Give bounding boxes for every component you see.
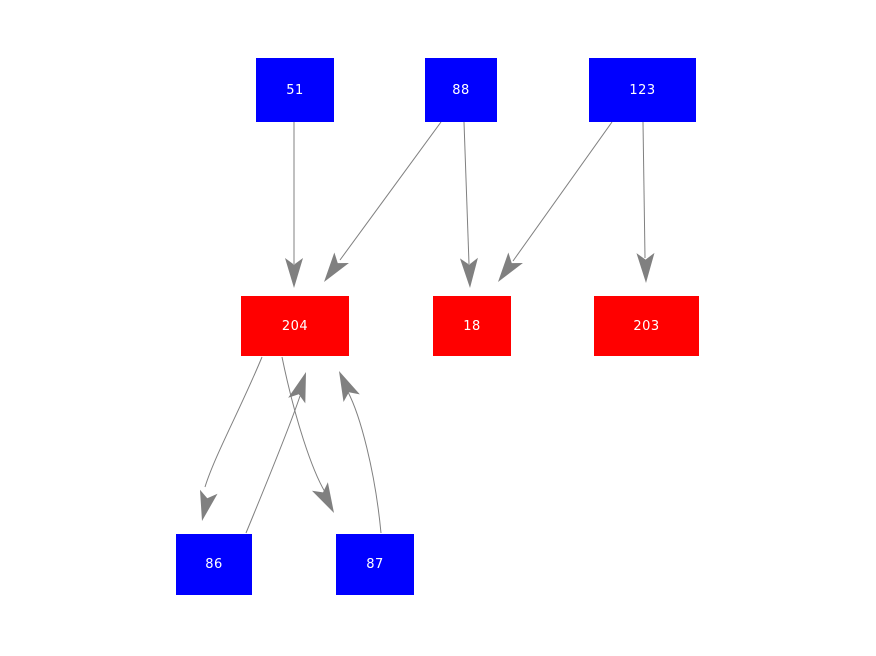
graph-node-87[interactable]: 87 bbox=[336, 534, 414, 595]
graph-node-label: 123 bbox=[629, 82, 656, 98]
edge-arrowhead bbox=[285, 258, 303, 288]
graph-edge bbox=[339, 121, 442, 261]
graph-edge bbox=[463, 121, 470, 265]
graph-node-label: 203 bbox=[633, 318, 660, 334]
edge-arrowhead bbox=[199, 489, 218, 521]
edge-arrowhead bbox=[311, 482, 334, 513]
graph-edge bbox=[281, 356, 326, 493]
graph-node-51[interactable]: 51 bbox=[256, 58, 334, 122]
edge-arrowhead bbox=[498, 252, 523, 282]
graph-node-label: 86 bbox=[205, 557, 223, 572]
edge-arrowhead bbox=[459, 257, 478, 288]
graph-node-label: 51 bbox=[286, 82, 304, 98]
graph-node-label: 18 bbox=[463, 318, 481, 334]
edge-arrowhead bbox=[324, 252, 349, 282]
graph-node-label: 204 bbox=[281, 318, 309, 334]
graph-edge bbox=[204, 356, 263, 488]
edge-arrowhead bbox=[636, 252, 655, 283]
graph-node-204[interactable]: 204 bbox=[241, 296, 349, 356]
graph-node-123[interactable]: 123 bbox=[589, 58, 696, 122]
edge-arrowhead bbox=[288, 372, 306, 404]
graph-node-18[interactable]: 18 bbox=[433, 296, 511, 356]
graph-edge bbox=[512, 121, 613, 262]
graph-edge bbox=[245, 395, 301, 534]
graph-edge bbox=[347, 391, 382, 534]
graph-node-label: 88 bbox=[452, 82, 470, 98]
graph-node-label: 87 bbox=[366, 557, 384, 572]
graph-node-86[interactable]: 86 bbox=[176, 534, 252, 595]
edge-arrowhead bbox=[339, 371, 360, 402]
graph-node-203[interactable]: 203 bbox=[594, 296, 699, 356]
graph-edge bbox=[642, 121, 646, 259]
graph-node-88[interactable]: 88 bbox=[425, 58, 497, 122]
